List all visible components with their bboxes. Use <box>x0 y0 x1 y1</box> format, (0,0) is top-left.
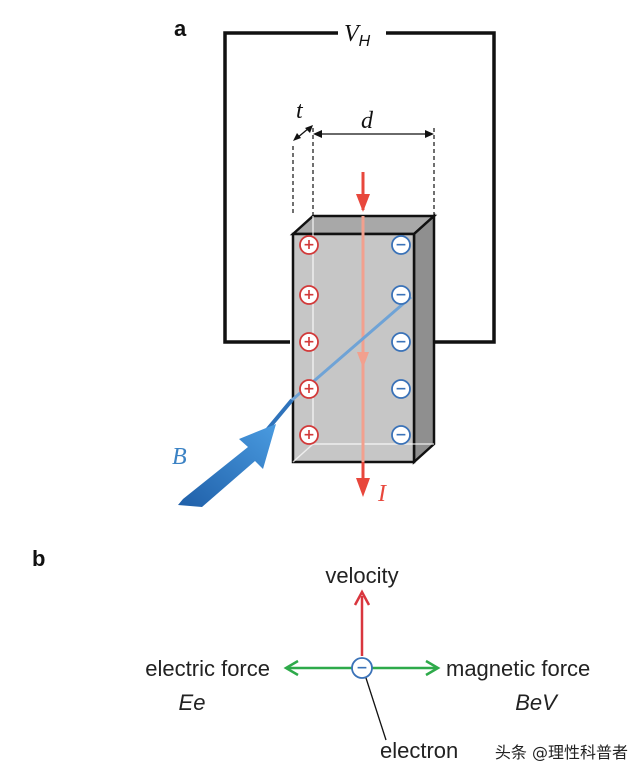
dimension-lines <box>292 125 435 216</box>
magnetic-force-label: magnetic force <box>446 656 590 681</box>
width-label: d <box>361 108 374 134</box>
electric-force-expression: Ee <box>179 690 206 715</box>
negative-charge: − <box>395 381 407 397</box>
thickness-label: t <box>296 98 304 124</box>
magnetic-force-expression: BeV <box>515 690 559 715</box>
electron-pointer <box>365 677 387 741</box>
watermark: 头条 @理性科普者 <box>495 743 628 762</box>
positive-charge: + <box>303 427 315 443</box>
electron-symbol <box>351 657 373 679</box>
hall-voltage-label: VH <box>344 21 371 50</box>
electron-label: electron <box>380 738 458 763</box>
negative-charges: − − − − − <box>391 235 411 445</box>
positive-charge: + <box>303 237 315 253</box>
negative-charge: − <box>395 334 407 350</box>
velocity-arrow <box>353 589 371 656</box>
panel-a-label: a <box>174 16 187 41</box>
positive-charge: + <box>303 287 315 303</box>
panel-b-label: b <box>32 546 45 571</box>
velocity-label: velocity <box>325 563 398 588</box>
current-label: I <box>377 481 387 507</box>
voltmeter-circuit-wire <box>223 31 496 344</box>
negative-charge: − <box>395 287 407 303</box>
magnetic-force-arrow <box>372 659 441 677</box>
electric-force-arrow <box>283 659 352 677</box>
negative-charge: − <box>395 237 407 253</box>
positive-charge: + <box>303 334 315 350</box>
electric-force-label: electric force <box>145 656 270 681</box>
electron-sign: − <box>356 660 368 676</box>
positive-charges: + + + + + <box>299 235 319 445</box>
negative-charge: − <box>395 427 407 443</box>
field-label: B <box>172 444 187 470</box>
positive-charge: + <box>303 381 315 397</box>
